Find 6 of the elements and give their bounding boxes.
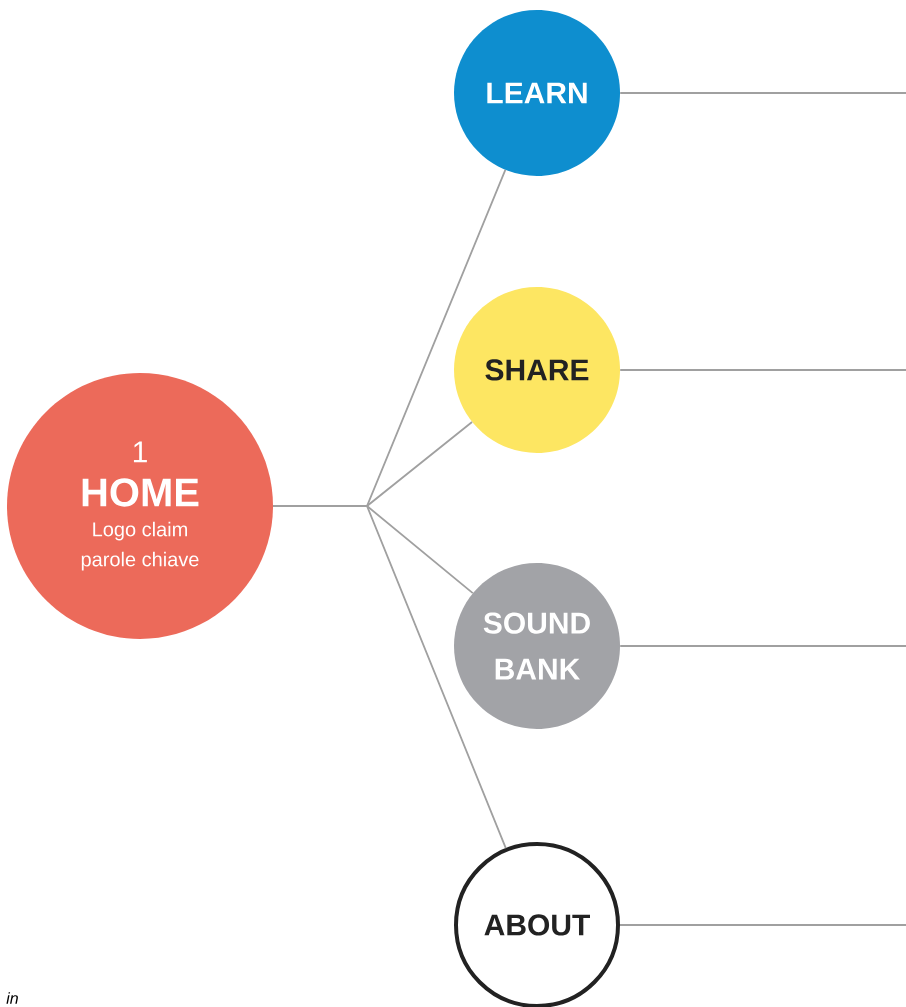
note-text: in — [6, 992, 18, 1004]
connector-line — [619, 924, 906, 926]
connector-line — [619, 92, 906, 94]
connector-line — [619, 645, 906, 647]
connector-line — [619, 369, 906, 371]
connector-line — [272, 505, 507, 849]
